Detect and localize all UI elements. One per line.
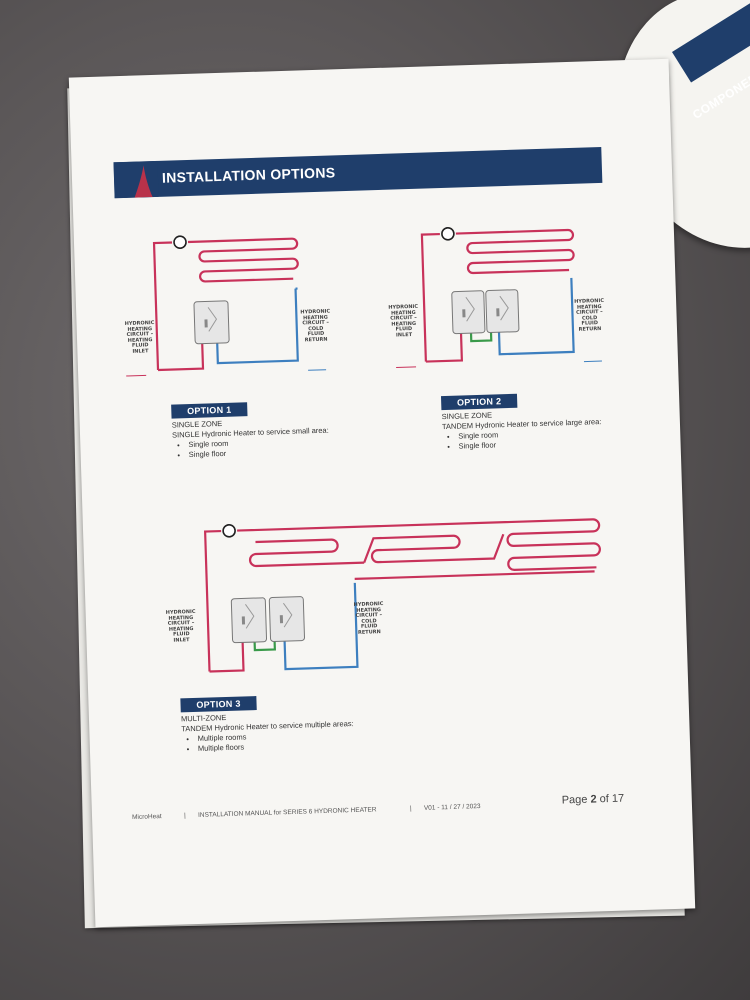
option-1-description: SINGLE ZONE SINGLE Hydronic Heater to se… — [172, 414, 373, 460]
option-2-diagram — [396, 227, 602, 368]
section-banner: INSTALLATION OPTIONS — [113, 146, 603, 199]
heater-unit-icon — [485, 289, 520, 334]
pump-icon — [441, 227, 455, 241]
banner-flame-icon — [113, 160, 159, 199]
option-2-badge: OPTION 2 — [440, 393, 518, 411]
page-title: INSTALLATION OPTIONS — [161, 164, 336, 186]
page-number: Page 2 of 17 — [561, 792, 625, 807]
footer-separator: | — [183, 812, 186, 820]
footer-separator: | — [409, 805, 412, 813]
heater-unit-icon — [451, 290, 486, 335]
option-2-description: SINGLE ZONE TANDEM Hydronic Heater to se… — [441, 405, 652, 452]
version-date: V01 - 11 / 27 / 2023 — [423, 803, 481, 812]
pump-icon — [173, 235, 187, 250]
option-3-badge: OPTION 3 — [180, 696, 257, 713]
heater-unit-icon — [268, 596, 306, 642]
brand-logo: MicroHeat — [131, 813, 162, 822]
option-1-diagram — [126, 235, 327, 377]
option-3-diagram — [203, 518, 601, 673]
option-3-description: MULTI-ZONE TANDEM Hydronic Heater to ser… — [181, 707, 422, 755]
pump-icon — [222, 524, 236, 538]
option-1-badge: OPTION 1 — [171, 402, 248, 419]
heater-unit-icon — [230, 597, 268, 644]
manual-title: INSTALLATION MANUAL for SERIES 6 HYDRONI… — [197, 806, 377, 819]
heater-unit-icon — [193, 300, 230, 345]
